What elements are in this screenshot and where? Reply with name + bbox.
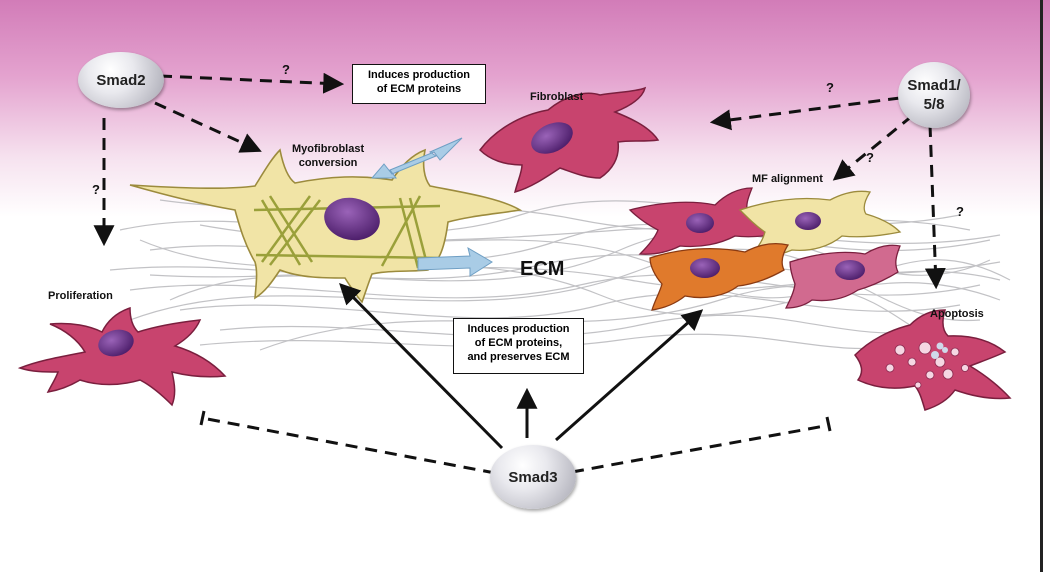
ecm-production-box-center: Induces production of ECM proteins, and … [453,318,584,374]
ecm-box-center-line3: and preserves ECM [467,351,570,363]
question-mark-smad158-mf: ? [866,150,874,165]
myofibroblast-label: Myofibroblast conversion [292,142,364,170]
apoptosis-cell [854,309,1012,411]
question-mark-smad2-ecm: ? [282,62,290,77]
myofibroblast-label-line2: conversion [298,157,358,169]
ecm-label: ECM [520,258,565,280]
smad158-node: Smad1/ 5/8 [898,62,970,128]
myofibroblast-to-ecm-arrow [417,246,493,277]
smad3-inhibits-apoptosis-line [571,423,831,474]
inhibition-bars [199,410,832,432]
apoptosis-label: Apoptosis [930,308,984,320]
smad158-to-fibroblast-arrow [709,96,901,131]
mf-alignment-label: MF alignment [752,173,823,185]
smad3-node: Smad3 [490,445,576,509]
ecm-production-box-top: Induces production of ECM proteins [352,64,486,104]
fibroblast-label: Fibroblast [530,91,584,103]
smad158-to-apoptosis-arrow [924,124,946,290]
smad158-label-line2: 5/8 [923,96,945,113]
question-mark-smad158-fibroblast: ? [826,80,834,95]
smad3-label: Smad3 [508,468,558,486]
smad158-label-line1: Smad1/ [907,77,961,94]
smad3-to-myofibroblast-arrow [339,283,504,450]
smad2-label: Smad2 [96,71,146,89]
fibroblast-to-myofibroblast-arrow [370,137,463,179]
mf-alignment-cells [628,187,902,311]
proliferation-label: Proliferation [48,290,113,302]
smad2-to-ecm-production-arrow [159,72,345,94]
smad3-inhibits-proliferation-line [201,416,496,475]
smad158-to-mf-alignment-arrow [832,114,913,181]
right-edge-line [1040,0,1043,572]
fibroblast-cell [479,86,660,194]
proliferation-cell [17,306,227,407]
smad3-to-mf-alignment-arrow [555,309,704,442]
question-mark-smad158-apoptosis: ? [956,204,964,219]
ecm-box-top-line2: of ECM proteins [376,83,462,95]
smad2-node: Smad2 [78,52,164,108]
ecm-box-center-line1: Induces production [467,323,570,335]
ecm-box-center-line2: of ECM proteins, [474,337,563,349]
myofibroblast-label-line1: Myofibroblast [292,143,365,155]
ecm-box-top-line1: Induces production [367,69,471,81]
question-mark-smad2-proliferation: ? [92,182,100,197]
